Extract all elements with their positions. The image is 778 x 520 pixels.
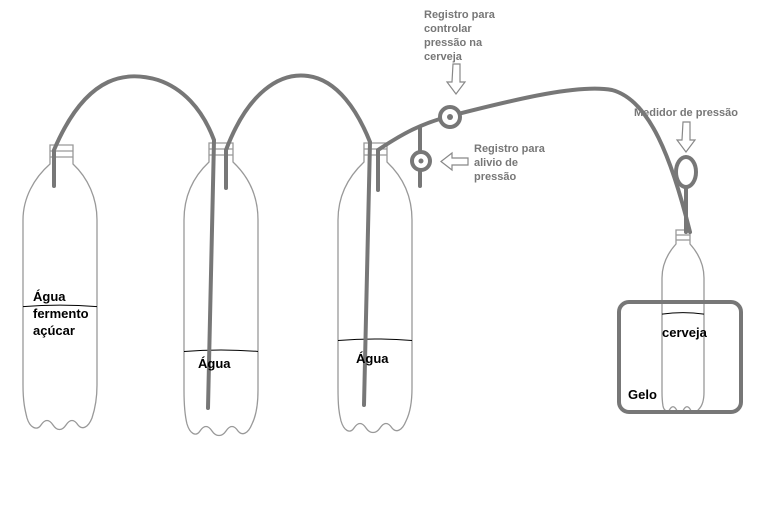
ice-label: Gelo — [628, 387, 657, 402]
down-arrow-icon — [675, 121, 697, 153]
liquid-level-line — [661, 312, 705, 315]
left-arrow-icon — [440, 151, 469, 172]
tube-1-2 — [52, 74, 217, 410]
liquid-level-line — [22, 304, 98, 308]
valve-icon[interactable] — [410, 150, 432, 172]
bottle-4-label: cerveja — [662, 325, 708, 340]
annotation-medidor: Medidor de pressão — [634, 107, 738, 119]
bottle-4 — [661, 229, 705, 413]
bottle-2-label: Água — [198, 356, 231, 371]
annotation-registro-alivio: Registro para alivio de pressão — [474, 143, 548, 183]
pressure-gauge-icon — [674, 155, 698, 189]
annotation-registro-pressao: Registro para controlar pressão na cerve… — [424, 9, 498, 63]
tube-2-3 — [224, 73, 373, 407]
bottle-1-label: Água fermento açúcar — [33, 289, 92, 338]
valve-icon[interactable] — [438, 105, 462, 129]
liquid-level-line — [337, 338, 413, 341]
ice-box — [617, 300, 743, 414]
tube-3-4 — [376, 86, 692, 234]
down-arrow-icon — [445, 63, 467, 95]
bottle-2 — [183, 142, 259, 437]
liquid-level-line — [183, 349, 259, 352]
tube-system — [52, 73, 692, 410]
bottle-3 — [337, 142, 413, 434]
bottle-3-label: Água — [356, 351, 389, 366]
bottle-1 — [22, 144, 98, 431]
